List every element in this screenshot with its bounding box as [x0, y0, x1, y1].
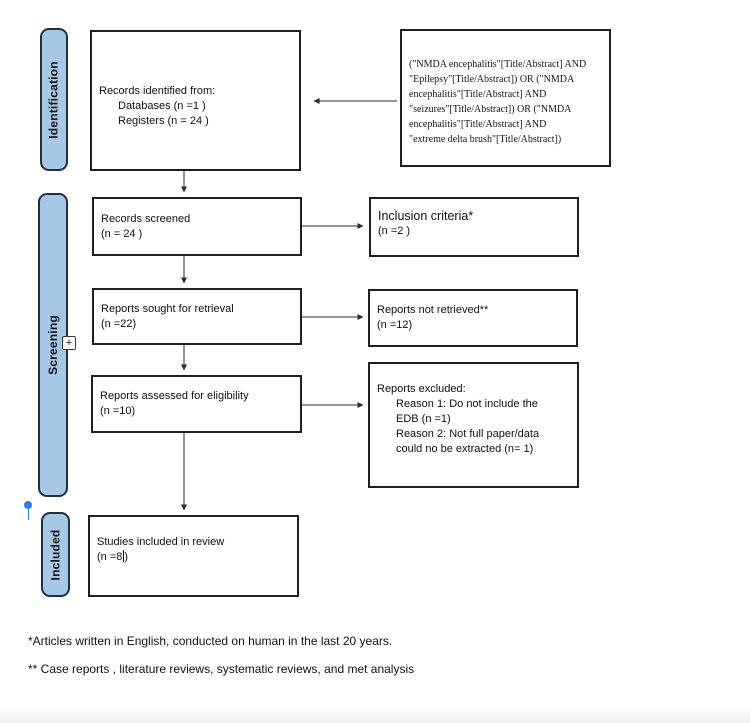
box-line: Reports sought for retrieval	[101, 303, 234, 315]
box-line: Reports not retrieved**	[377, 304, 489, 316]
box-line: Databases (n =1 )	[118, 100, 206, 112]
box-line: Records identified from:	[99, 85, 216, 97]
box-line: (n =12)	[377, 319, 413, 331]
box-records-screened[interactable]: Records screened (n = 24 )	[92, 197, 302, 256]
footnote-inclusion: *Articles written in English, conducted …	[28, 634, 393, 648]
box-line: (n =8)	[97, 550, 297, 565]
query-line: "Epilepsy"[Title/Abstract]) OR ("NMDA	[409, 74, 575, 85]
box-line: (n =2 )	[378, 225, 411, 237]
query-line: encephalitis"[Title/Abstract] AND	[409, 89, 547, 100]
query-line: "seizures"[Title/Abstract]) OR ("NMDA	[409, 104, 572, 115]
stage-pill-screening[interactable]: Screening	[38, 193, 68, 497]
box-reports-assessed[interactable]: Reports assessed for eligibility (n =10)	[91, 375, 302, 433]
query-line: ("NMDA encephalitis"[Title/Abstract] AND	[409, 59, 587, 70]
box-line: (n =22)	[101, 318, 137, 330]
box-line: (n =10)	[100, 405, 136, 417]
box-reports-excluded[interactable]: Reports excluded: Reason 1: Do not inclu…	[368, 362, 579, 488]
plus-icon: +	[65, 336, 73, 349]
box-line: Inclusion criteria*	[378, 209, 474, 223]
stage-label-identification: Identification	[47, 60, 61, 139]
expand-plus-button[interactable]: +	[62, 336, 76, 350]
pin-head	[24, 501, 32, 509]
stage-pill-identification[interactable]: Identification	[40, 28, 68, 171]
box-line: Reports excluded:	[377, 383, 466, 395]
box-search-query[interactable]: ("NMDA encephalitis"[Title/Abstract] AND…	[400, 29, 611, 167]
box-inclusion-criteria[interactable]: Inclusion criteria* (n =2 )	[369, 197, 579, 257]
count-text: (n =8	[97, 551, 123, 563]
pin-stem	[27, 508, 29, 520]
stage-label-included: Included	[48, 529, 63, 580]
box-line: Registers (n = 24 )	[118, 115, 209, 127]
box-line: (n = 24 )	[101, 228, 143, 240]
query-line: encephalitis"[Title/Abstract] AND	[409, 119, 547, 130]
count-text: )	[124, 551, 129, 563]
box-studies-included[interactable]: Studies included in review (n =8)	[88, 515, 299, 597]
anchor-pin-icon[interactable]	[23, 501, 33, 521]
box-line: Records screened	[101, 213, 191, 225]
text-cursor	[123, 550, 125, 562]
box-line: EDB (n =1)	[396, 413, 451, 425]
page-bottom-edge	[0, 705, 750, 723]
stage-label-screening: Screening	[46, 315, 61, 375]
query-line: "extreme delta brush"[Title/Abstract])	[409, 134, 562, 145]
box-line: Reports assessed for eligibility	[100, 390, 249, 402]
box-reports-sought[interactable]: Reports sought for retrieval (n =22)	[92, 288, 302, 345]
stage-pill-included[interactable]: Included	[41, 512, 70, 597]
box-line: Reason 2: Not full paper/data	[396, 428, 540, 440]
box-line: Reason 1: Do not include the	[396, 398, 538, 410]
footnote-exclusion: ** Case reports , literature reviews, sy…	[28, 662, 415, 676]
box-reports-not-retrieved[interactable]: Reports not retrieved** (n =12)	[368, 289, 578, 347]
box-records-identified[interactable]: Records identified from: Databases (n =1…	[90, 30, 301, 171]
box-line: could no be extracted (n= 1)	[396, 443, 534, 455]
box-line: Studies included in review	[97, 536, 225, 548]
